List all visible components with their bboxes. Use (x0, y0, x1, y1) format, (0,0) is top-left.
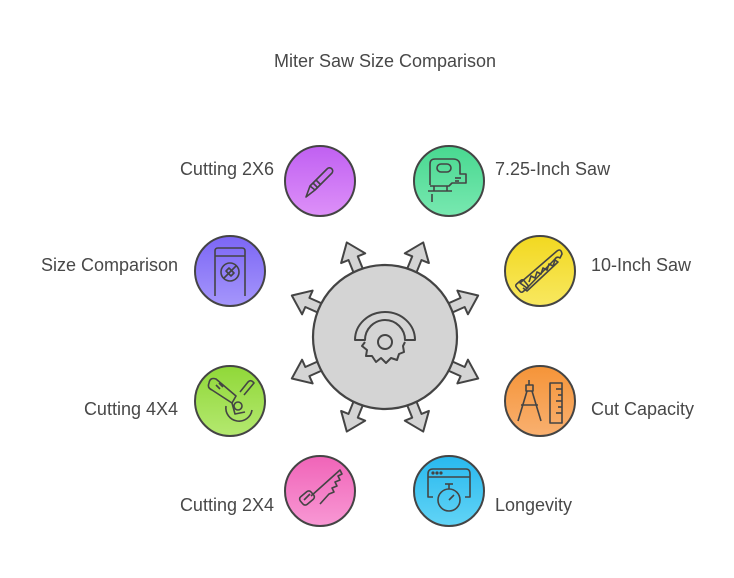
node-longevity[interactable] (413, 455, 485, 527)
node-10-inch-saw[interactable] (504, 235, 576, 307)
node-cutting-2x4[interactable] (284, 455, 356, 527)
label-longevity: Longevity (495, 495, 573, 515)
node-cutting-2x6[interactable] (284, 145, 356, 217)
node-cutting-4x4[interactable] (194, 365, 266, 437)
label-cutting-4x4: Cutting 4X4 (83, 399, 178, 419)
handsaw-icon (298, 469, 343, 506)
safety-box-icon (214, 247, 246, 296)
compass-ruler-icon (517, 380, 563, 424)
node-7-25-inch-saw[interactable] (413, 145, 485, 217)
scalpel-icon (305, 167, 334, 198)
stopwatch-window-icon (427, 468, 471, 512)
circular-saw-blade-icon (354, 311, 416, 364)
label-cutting-2x6: Cutting 2X6 (179, 159, 274, 179)
angle-grinder-icon (207, 377, 255, 422)
label-size-comparison: Size Comparison (40, 255, 178, 275)
jigsaw-icon (428, 158, 467, 202)
label-7-25-inch-saw: 7.25-Inch Saw (495, 159, 611, 179)
node-cut-capacity[interactable] (504, 365, 576, 437)
diagram-title: Miter Saw Size Comparison (273, 51, 497, 71)
label-cutting-2x4: Cutting 2X4 (179, 495, 274, 515)
label-10-inch-saw: 10-Inch Saw (591, 255, 692, 275)
node-size-comparison[interactable] (194, 235, 266, 307)
hub-circle (311, 263, 459, 411)
label-cut-capacity: Cut Capacity (591, 399, 695, 419)
hacksaw-icon (514, 249, 563, 294)
